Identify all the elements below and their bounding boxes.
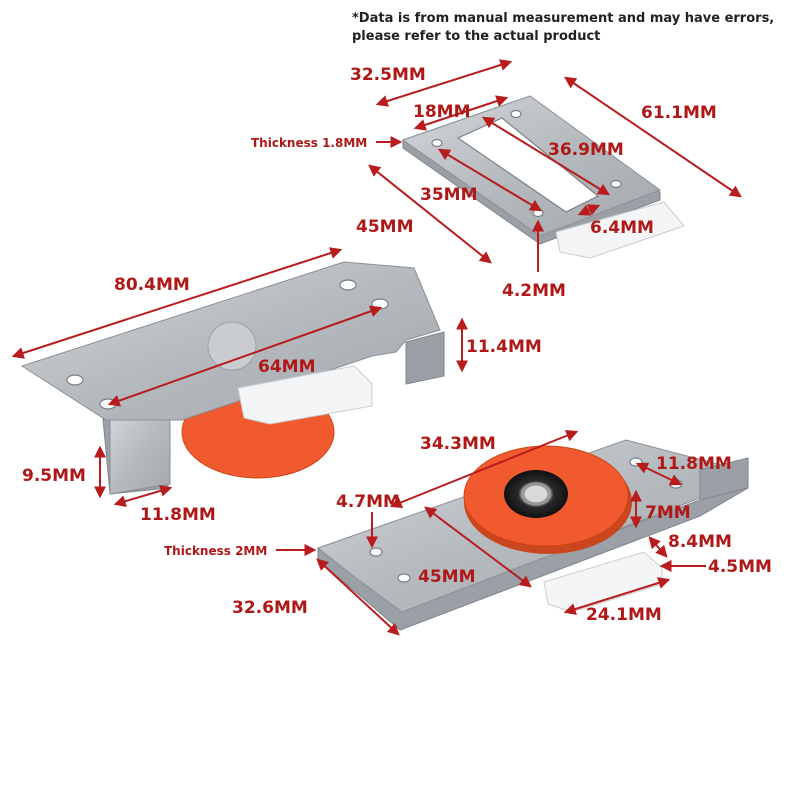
dim-arrow-36-9: [481, 116, 611, 196]
dim-label-thickness-top: Thickness 1.8MM: [251, 136, 367, 150]
dim-label-61-1: 61.1MM: [641, 103, 717, 123]
left-bracket-back-tab: [405, 331, 445, 385]
dim-arrow-24-1: [563, 577, 671, 615]
top-plate-hole: [431, 138, 443, 148]
top-plate-hole: [610, 179, 622, 189]
dim-label-6-4: 6.4MM: [590, 218, 654, 238]
top-plate-hole: [532, 208, 544, 218]
dim-arrow-34-3: [389, 430, 579, 508]
dim-arrow-64: [107, 305, 383, 407]
dim-label-35: 35MM: [420, 185, 478, 205]
top-plate-hole: [510, 109, 522, 119]
dim-arrow-45-right: [424, 506, 532, 588]
left-bracket-front-face: [109, 411, 171, 495]
dim-label-4-2: 4.2MM: [502, 281, 566, 301]
dim-label-7: 7MM: [645, 503, 691, 523]
dim-label-thickness-right: Thickness 2MM: [164, 544, 267, 558]
right-plate-hole: [369, 547, 383, 557]
dim-label-4-7: 4.7MM: [336, 492, 400, 512]
dim-label-45-top: 45MM: [356, 217, 414, 237]
right-roller-axle: [523, 484, 549, 504]
top-plate-buffer-pad: [555, 201, 685, 259]
dim-arrow-80-4: [11, 247, 343, 359]
dim-label-11-8-left: 11.8MM: [140, 505, 216, 525]
dimension-arrows: [11, 59, 742, 636]
dim-arrow-32-6: [316, 558, 400, 636]
dim-label-34-3: 34.3MM: [420, 434, 496, 454]
dim-label-36-9: 36.9MM: [548, 140, 624, 160]
left-bracket-center-boss: [207, 321, 257, 371]
left-bracket-hole: [339, 279, 357, 291]
dim-arrow-8-4: [648, 536, 668, 558]
dim-arrow-6-4: [577, 204, 601, 216]
dim-arrow-61-1: [564, 76, 742, 198]
dim-label-24-1: 24.1MM: [586, 605, 662, 625]
dimension-labels: 32.5MM 18MM 61.1MM Thickness 1.8MM 36.9M…: [22, 65, 772, 625]
dim-label-64: 64MM: [258, 357, 316, 377]
dim-label-11-8-right: 11.8MM: [656, 454, 732, 474]
dim-arrow-45-top: [368, 164, 492, 264]
dim-label-80-4: 80.4MM: [114, 275, 190, 295]
right-plate-hole: [397, 573, 411, 583]
dim-arrow-18: [413, 95, 509, 131]
left-bracket-hole: [66, 374, 84, 386]
dim-label-32-6: 32.6MM: [232, 598, 308, 618]
dim-arrow-11-8-left: [113, 484, 173, 508]
right-plate-upright: [699, 457, 749, 501]
left-bracket-part: [20, 261, 445, 495]
dim-label-18: 18MM: [413, 102, 471, 122]
dim-arrow-32-5: [375, 59, 513, 107]
dim-label-32-5: 32.5MM: [350, 65, 426, 85]
disclaimer-note: *Data is from manual measurement and may…: [352, 11, 775, 44]
dim-label-11-4: 11.4MM: [466, 337, 542, 357]
left-bracket-hole: [371, 298, 389, 310]
left-bracket-hole: [99, 398, 117, 410]
dim-label-9-5: 9.5MM: [22, 466, 86, 486]
dim-label-45-right: 45MM: [418, 567, 476, 587]
dim-arrow-11-8-right: [635, 462, 683, 486]
dim-label-8-4: 8.4MM: [668, 532, 732, 552]
dim-label-4-5: 4.5MM: [708, 557, 772, 577]
